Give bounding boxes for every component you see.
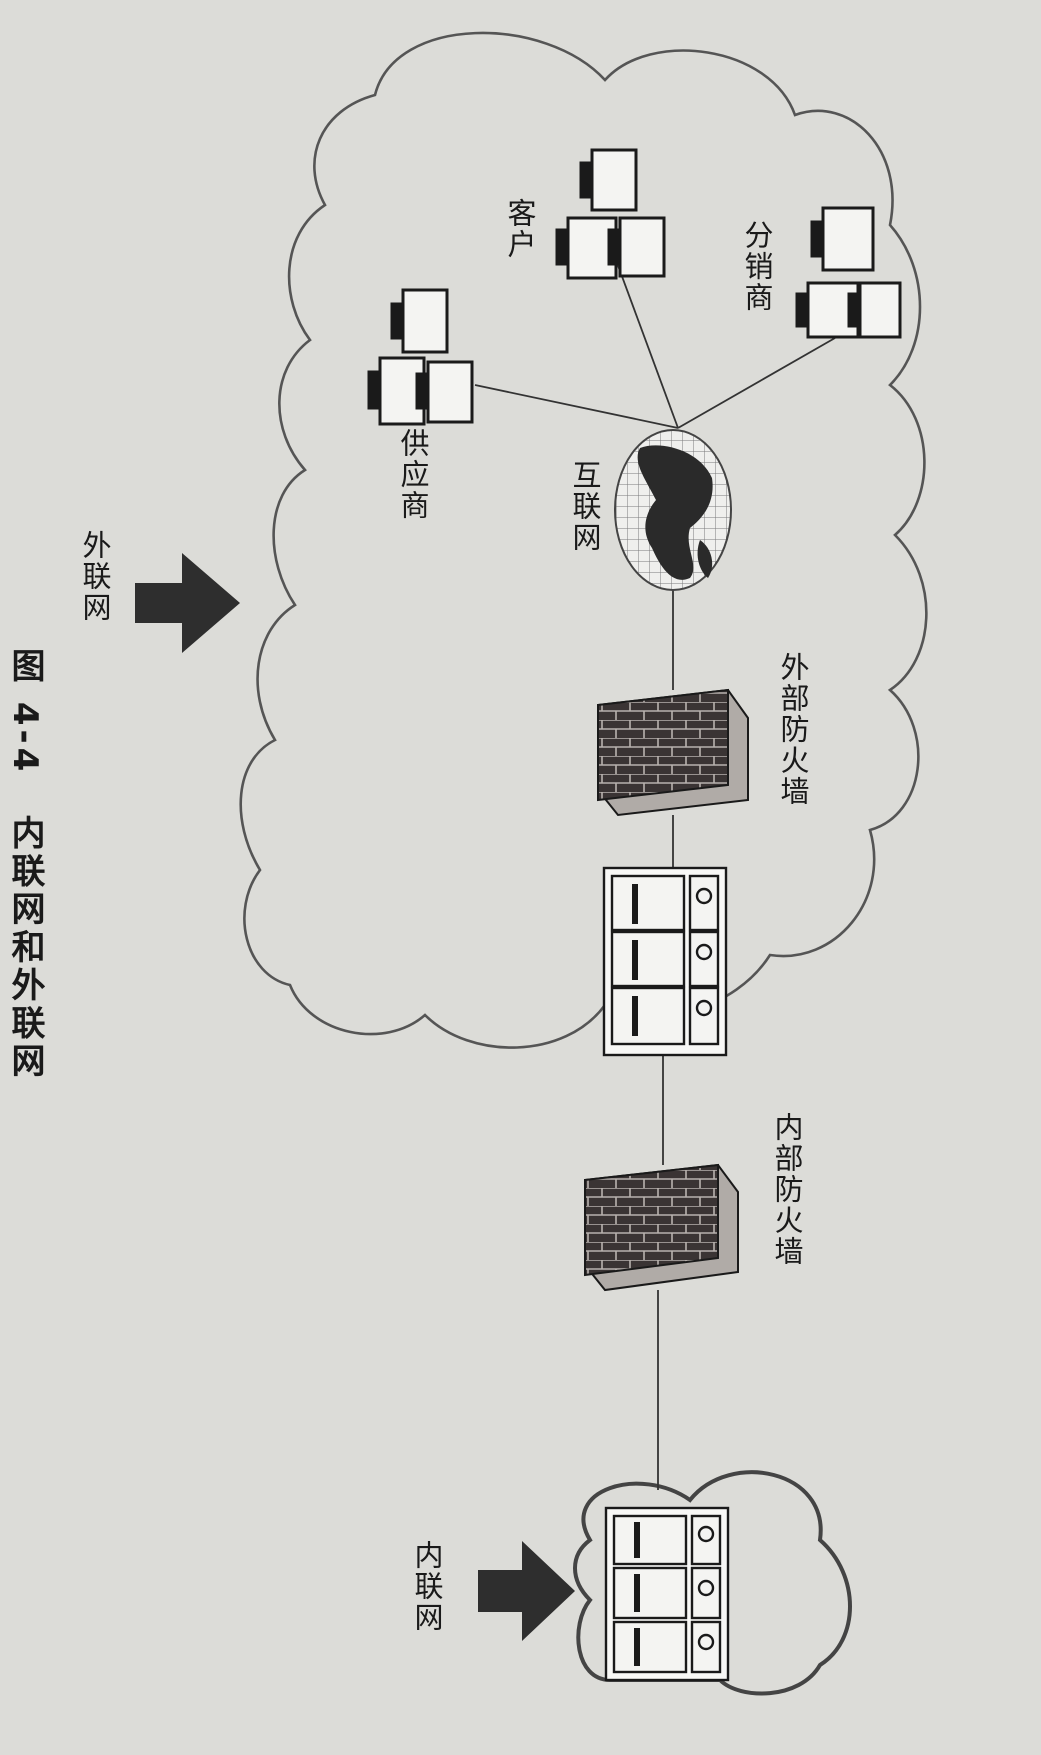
internet-label: 互联网 [568, 460, 602, 553]
extranet-arrow-icon [135, 553, 240, 653]
external-firewall-label: 外部防火墙 [776, 652, 810, 807]
figure-number: 图 4-4 [5, 648, 45, 776]
computer-group-icon [795, 206, 902, 339]
intranet-cloud-icon [573, 1470, 852, 1696]
customer-label: 客户 [503, 198, 537, 260]
internal-firewall-label: 内部防火墙 [770, 1112, 804, 1267]
intranet-arrow-icon [478, 1541, 575, 1641]
firewall-icon [597, 688, 749, 817]
connection-lines [474, 251, 836, 1490]
extranet-label: 外联网 [78, 530, 112, 623]
firewall-icon [584, 1163, 739, 1292]
globe-icon [614, 429, 732, 591]
figure-title: 内联网和外联网 [5, 815, 45, 1081]
supplier-label: 供应商 [396, 428, 430, 521]
server-rack-icon [602, 866, 728, 1057]
computer-group-icon [555, 148, 666, 280]
intranet-label: 内联网 [410, 1540, 444, 1633]
server-rack-icon [604, 1506, 730, 1682]
computer-group-icon [367, 288, 474, 426]
distributor-label: 分销商 [740, 220, 774, 313]
